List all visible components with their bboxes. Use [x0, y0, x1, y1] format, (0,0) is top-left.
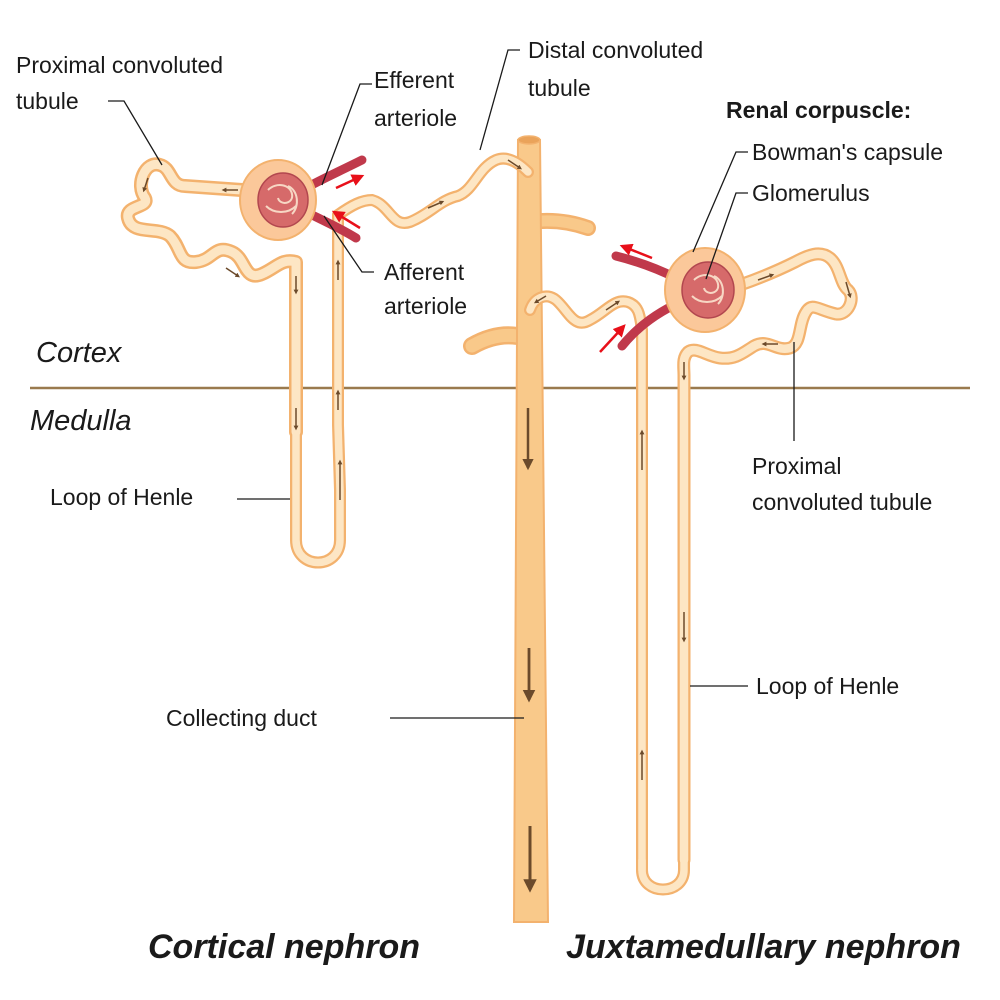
zone-cortex: Cortex — [36, 337, 123, 369]
label-loop-of-henle-left: Loop of Henle — [50, 484, 193, 510]
cortical-efferent-arteriole — [301, 155, 367, 193]
cortical-efferent-flow-arrow — [335, 174, 365, 190]
label-afferent-line2: arteriole — [384, 293, 467, 319]
label-glomerulus: Glomerulus — [752, 180, 870, 206]
cortical-nephron — [120, 152, 534, 569]
label-proximal-right-line1: Proximal — [752, 453, 841, 479]
label-distal-line2: tubule — [528, 75, 591, 101]
leader-afferent — [323, 215, 374, 273]
jm-tubule-arrow-1 — [757, 273, 775, 281]
jm-efferent-flow-arrow — [619, 243, 653, 260]
label-loop-of-henle-right: Loop of Henle — [756, 673, 899, 699]
jm-afferent-arteriole — [617, 299, 681, 351]
collecting-duct-opening — [517, 135, 541, 145]
leader-glomerulus — [705, 192, 748, 280]
jm-proximal-tubule — [679, 249, 856, 865]
cortical-glomerulus-capillaries — [265, 184, 298, 215]
cortical-tubule-arrow-10 — [507, 159, 522, 170]
label-renal-corpuscle: Renal corpuscle: — [726, 97, 911, 123]
cortical-distal-tubule — [334, 154, 532, 227]
leader-bowmans — [692, 151, 748, 253]
jm-tubule-arrow-2 — [845, 281, 852, 299]
jm-glomerulus-capillaries — [691, 274, 724, 305]
jm-loop-of-henle-bottom — [638, 856, 688, 894]
label-efferent-line2: arteriole — [374, 105, 457, 131]
cortical-tubule-arrow-2 — [142, 177, 149, 193]
leader-proximal-left — [108, 100, 163, 166]
label-proximal-left-line1: Proximal convoluted — [16, 52, 223, 78]
jm-afferent-flow-arrow — [599, 324, 626, 353]
label-proximal-right-line2: convoluted tubule — [752, 489, 932, 515]
caption-juxtamedullary-nephron: Juxtamedullary nephron — [566, 928, 961, 966]
caption-cortical-nephron: Cortical nephron — [148, 928, 420, 966]
collecting-duct-body — [512, 139, 550, 923]
leader-efferent — [321, 83, 372, 186]
jm-tubule-arrow-9 — [533, 295, 547, 304]
cortical-proximal-tubule — [123, 159, 301, 437]
labels: Proximal convoluted tubule Efferent arte… — [16, 37, 961, 966]
cortical-distal-tubule-outline — [332, 152, 534, 229]
label-distal-line1: Distal convoluted — [528, 37, 703, 63]
cortical-glomerulus — [257, 172, 309, 228]
leader-distal — [479, 49, 520, 151]
label-efferent-line1: Efferent — [374, 67, 455, 93]
label-bowmans-capsule: Bowman's capsule — [752, 139, 943, 165]
label-proximal-left-line2: tubule — [16, 88, 79, 114]
juxtamedullary-nephron — [524, 243, 858, 896]
label-afferent-line1: Afferent — [384, 259, 465, 285]
cortical-loop-of-henle — [292, 211, 344, 567]
collecting-duct — [463, 135, 596, 923]
zone-medulla: Medulla — [30, 405, 132, 437]
jm-distal-tubule — [526, 292, 646, 874]
cortical-tubule-arrow-9 — [427, 200, 445, 209]
jm-tubule-arrow-8 — [605, 300, 620, 311]
label-collecting-duct: Collecting duct — [166, 705, 317, 731]
jm-glomerulus — [681, 261, 735, 319]
cortical-afferent-flow-arrow — [331, 210, 361, 230]
cortical-tubule-arrow-3 — [225, 267, 240, 278]
leader-lines — [108, 49, 795, 719]
